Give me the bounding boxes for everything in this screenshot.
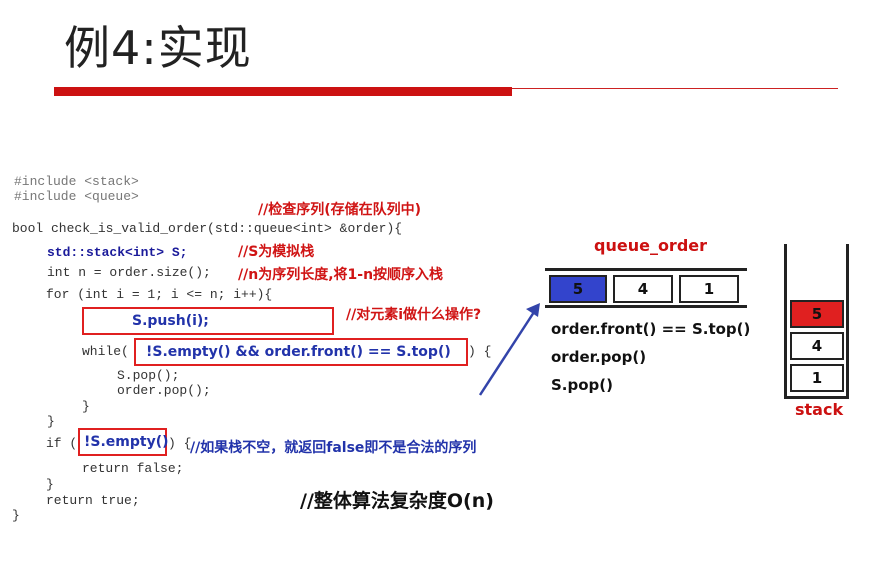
comment-what-operation: //对元素i做什么操作?	[346, 307, 482, 323]
comment-complexity: //整体算法复杂度O(n)	[300, 490, 494, 512]
queue-bottom-line	[545, 305, 747, 308]
comment-not-empty: //如果栈不空，就返回false即不是合法的序列	[190, 440, 477, 456]
queue-cell-back: 1	[679, 275, 739, 303]
push-highlight-box	[82, 307, 334, 335]
code-while-condition: !S.empty() && order.front() == S.top()	[146, 344, 451, 360]
op-front-equals-top: order.front() == S.top()	[551, 320, 751, 338]
code-line-if: if (	[46, 436, 78, 451]
code-line-function-signature: bool check_is_valid_order(std::queue<int…	[12, 221, 403, 236]
code-line-push: S.push(i);	[132, 313, 209, 329]
while-condition-box	[134, 338, 468, 366]
stack-label: stack	[795, 400, 844, 419]
code-line-include-stack: #include <stack>	[14, 174, 139, 189]
stack-cell-middle: 4	[790, 332, 844, 360]
code-line-stack-decl: std::stack<int> S;	[47, 245, 188, 260]
stack-container	[784, 244, 849, 399]
code-line-while: while(	[82, 344, 129, 359]
arrow-icon	[478, 303, 540, 396]
queue-cell-front: 5	[549, 275, 607, 303]
code-line-return-false: return false;	[82, 461, 184, 476]
code-if-brace: ) {	[168, 436, 192, 451]
comment-simulated-stack: //S为模拟栈	[238, 244, 315, 260]
title-underline-thin	[512, 88, 838, 89]
code-line-s-pop: S.pop();	[117, 368, 180, 383]
slide-title: 例4:实现	[64, 21, 252, 75]
stack-cell-top: 5	[790, 300, 844, 328]
code-line-for-loop: for (int i = 1; i <= n; i++){	[46, 287, 273, 302]
title-underline-red	[54, 87, 512, 96]
stack-cell-bottom: 1	[790, 364, 844, 392]
code-line-close-function: }	[12, 508, 20, 523]
code-line-return-true: return true;	[46, 493, 140, 508]
code-while-brace: ) {	[468, 344, 492, 359]
code-line-close-while: }	[82, 399, 90, 414]
code-if-condition: !S.empty()	[84, 434, 169, 450]
queue-cell-middle: 4	[613, 275, 673, 303]
queue-top-line	[545, 268, 747, 271]
code-line-include-queue: #include <queue>	[14, 189, 139, 204]
queue-label: queue_order	[594, 236, 708, 255]
code-line-n-size: int n = order.size();	[47, 265, 211, 280]
code-line-close-for: }	[47, 414, 55, 429]
comment-push-order: //n为序列长度,将1-n按顺序入栈	[238, 267, 444, 283]
code-line-order-pop: order.pop();	[117, 383, 211, 398]
code-line-close-if: }	[46, 477, 54, 492]
op-order-pop: order.pop()	[551, 348, 647, 366]
op-stack-pop: S.pop()	[551, 376, 613, 394]
comment-check-sequence: //检查序列(存储在队列中)	[258, 202, 422, 218]
if-condition-box	[78, 428, 167, 456]
